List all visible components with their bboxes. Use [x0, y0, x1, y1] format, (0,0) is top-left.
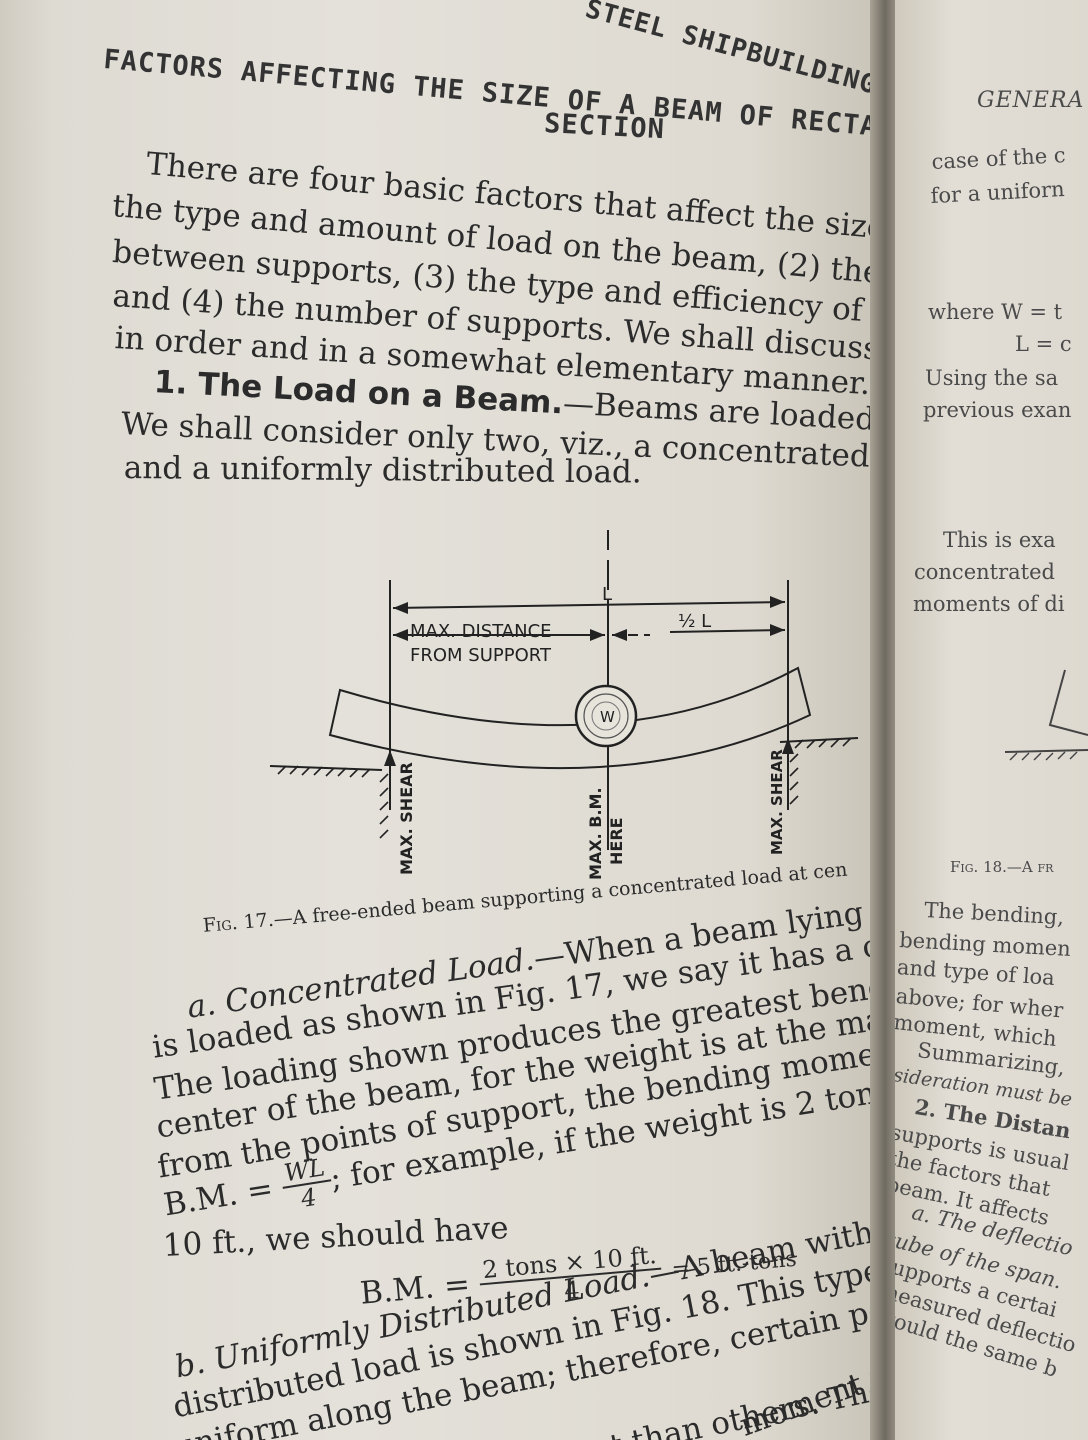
section1-line-3: and a uniformly distributed load.	[123, 450, 642, 491]
right-fig-caption: Fig. 18.—A fr	[950, 858, 1054, 876]
right-this-1: This is exa	[943, 528, 1056, 552]
right-running-head: GENERA	[977, 88, 1085, 113]
label-max-bm: MAX. B.M.	[586, 787, 605, 880]
right-line-2: for a uniforn	[930, 176, 1066, 208]
weight-w-icon	[574, 684, 638, 748]
right-where-line: where W = t	[928, 300, 1063, 324]
right-this-2: concentrated	[914, 560, 1055, 584]
right-body-3: and type of loa	[896, 955, 1056, 990]
right-using-1: Using the sa	[925, 366, 1059, 390]
beam-diagram: L ½ L MAX. DISTANCE FROM SUPPORT W MAX. …	[269, 530, 859, 880]
running-head: STEEL SHIPBUILDING	[582, 0, 880, 101]
right-this-3: moments of di	[913, 592, 1065, 616]
label-max-shear-right: MAX. SHEAR	[768, 749, 786, 855]
label-W: W	[600, 708, 615, 726]
right-page: GENERA case of the c for a uniforn where…	[895, 0, 1088, 1440]
left-page: STEEL SHIPBUILDING FACTORS AFFECTING THE…	[0, 0, 880, 1440]
figure-17: L ½ L MAX. DISTANCE FROM SUPPORT W MAX. …	[250, 520, 870, 900]
right-l-line: L = c	[1015, 332, 1072, 356]
label-max-distance-1: MAX. DISTANCE	[410, 621, 552, 642]
para-b-line-5: moment than	[735, 1339, 880, 1440]
fig18-fragment	[1004, 669, 1088, 761]
label-max-bm-here: HERE	[607, 817, 626, 865]
label-half-L: ½ L	[678, 611, 711, 632]
right-line-1: case of the c	[931, 142, 1067, 174]
label-L: L	[602, 584, 612, 605]
right-body-1: The bending,	[923, 898, 1065, 930]
page-title-line2: SECTION	[543, 108, 666, 146]
right-using-2: previous exan	[923, 398, 1072, 422]
label-max-distance-2: FROM SUPPORT	[410, 645, 552, 666]
label-max-shear-left: MAX. SHEAR	[397, 762, 416, 875]
